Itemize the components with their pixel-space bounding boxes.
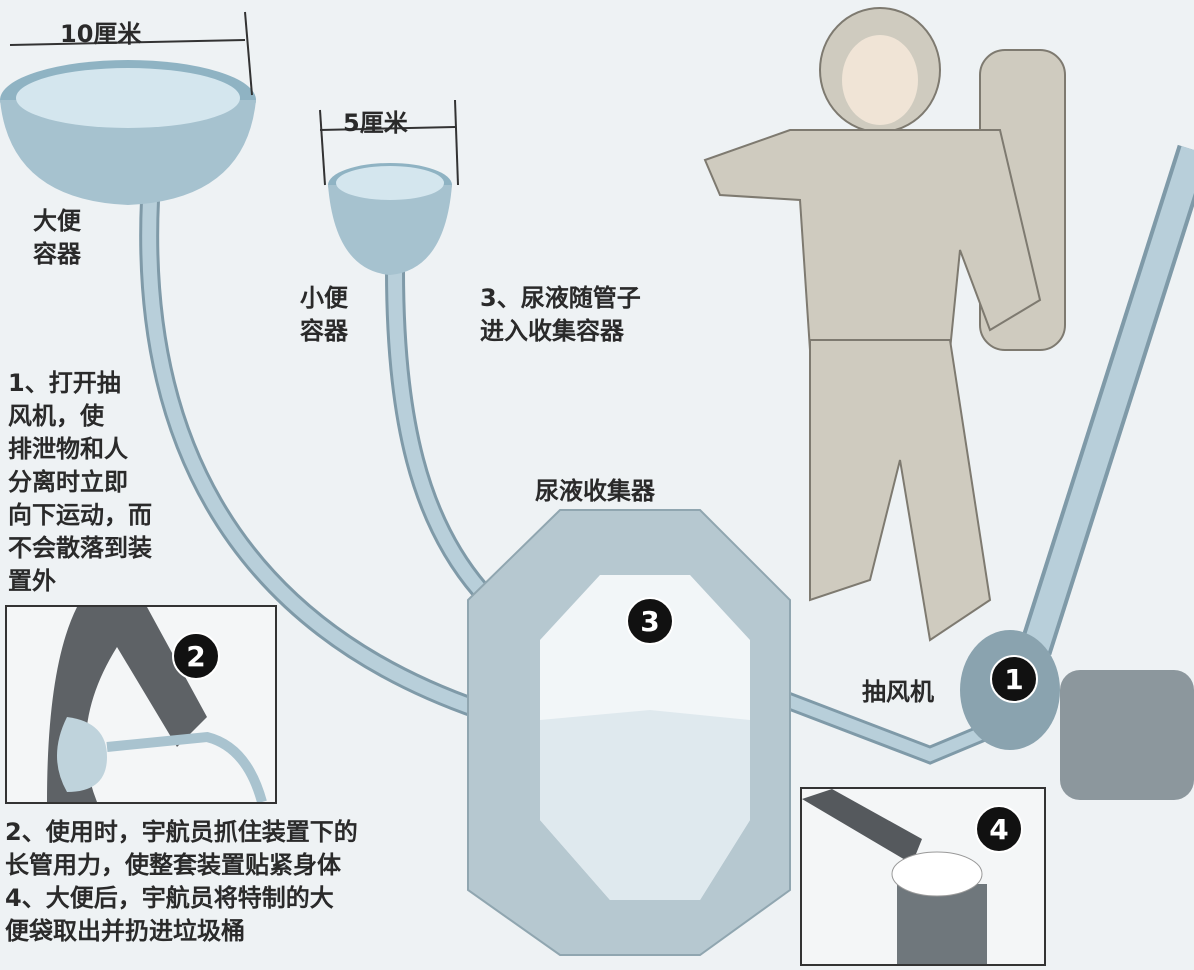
small-dimension-label: 5厘米 [343, 109, 408, 137]
fan-label: 抽风机 [862, 678, 934, 706]
hand-holding-funnel-illustration [47, 607, 267, 804]
step-1-badge: 1 [990, 655, 1038, 703]
step-2-panel [5, 605, 277, 804]
step-3-badge: 3 [626, 597, 674, 645]
large-dimension-label: 10厘米 [60, 20, 142, 48]
step-1-text: 1、打开抽 风机，使 排泄物和人 分离时立即 向下运动，而 不会散落到装 置外 [8, 369, 152, 595]
trash-bin-illustration [802, 789, 987, 964]
step-2-text: 2、使用时，宇航员抓住装置下的 长管用力，使整套装置贴紧身体 [5, 818, 358, 879]
feces-container-label: 大便 容器 [33, 207, 81, 268]
urine-collector-label: 尿液收集器 [535, 477, 655, 505]
urine-container-label: 小便 容器 [300, 284, 348, 345]
step-3-text: 3、尿液随管子 进入收集容器 [480, 284, 641, 345]
step-4-badge: 4 [975, 805, 1023, 853]
step-4-text: 4、大便后，宇航员将特制的大 便袋取出并扔进垃圾桶 [5, 884, 334, 945]
step-2-badge: 2 [172, 632, 220, 680]
